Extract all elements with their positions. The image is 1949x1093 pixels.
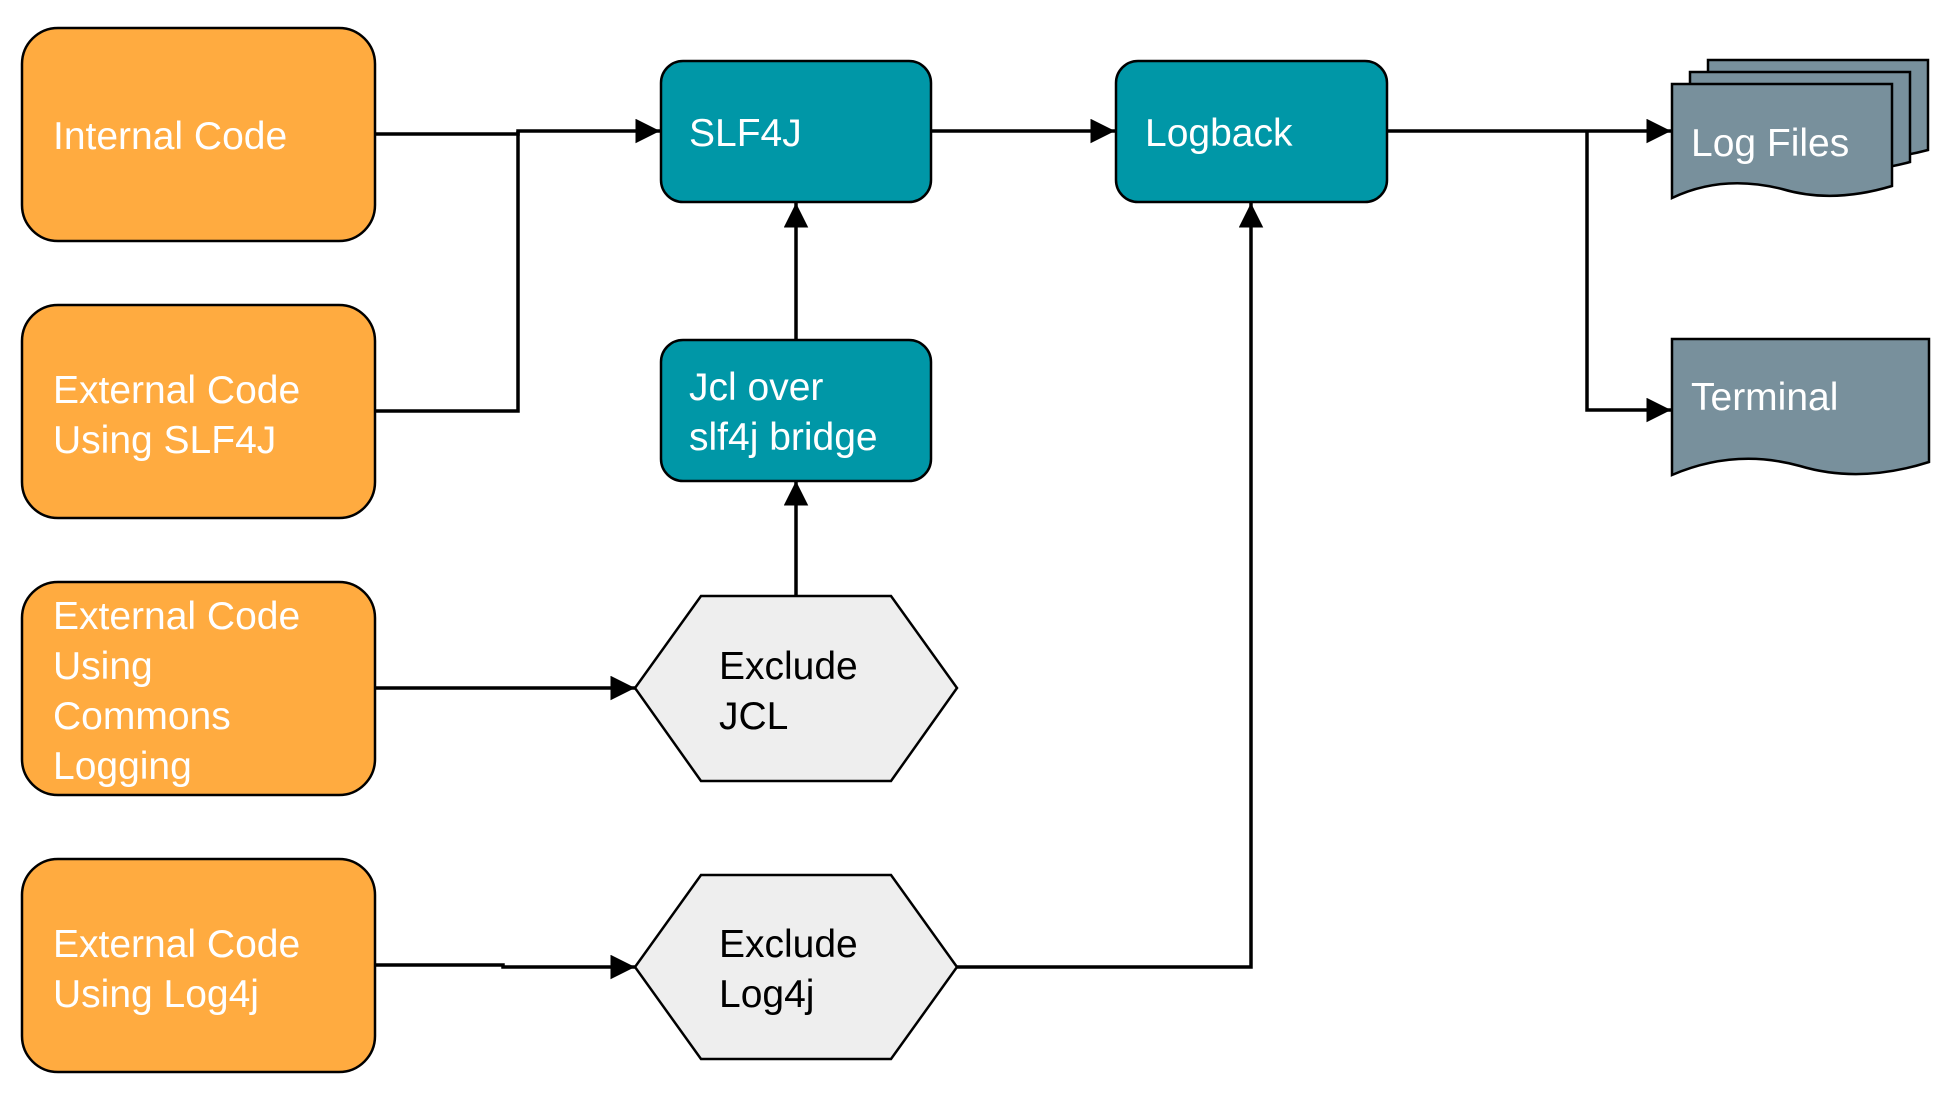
node-exclude-jcl: Exclude JCL [633, 594, 959, 783]
node-external-commons: External Code Using Commons Logging [20, 580, 377, 797]
log-files-front-page [1670, 82, 1894, 200]
node-log-files-label: Log Files [1691, 122, 1849, 165]
node-external-log4j-label: External Code Using Log4j [53, 923, 311, 1016]
node-jcl-bridge-label: Jcl over slf4j bridge [689, 366, 878, 459]
edge-logback-to-terminal [1585, 131, 1671, 423]
node-internal-code-label: Internal Code [53, 115, 287, 158]
node-external-slf4j-label: External Code Using SLF4J [53, 369, 311, 462]
node-external-commons-label: External Code Using Commons Logging [53, 595, 311, 788]
node-terminal-label: Terminal [1691, 376, 1838, 419]
node-terminal: Terminal [1670, 337, 1931, 477]
node-log-files: Log Files [1670, 58, 1930, 200]
node-exclude-jcl-label: Exclude JCL [719, 645, 869, 738]
node-external-log4j: External Code Using Log4j [20, 857, 377, 1074]
edge-external-slf4j-to-slf4j [375, 131, 520, 413]
node-logback: Logback [1114, 59, 1389, 204]
node-exclude-log4j: Exclude Log4j [633, 873, 959, 1061]
node-external-slf4j: External Code Using SLF4J [20, 303, 377, 520]
node-jcl-bridge: Jcl over slf4j bridge [659, 338, 933, 483]
node-logback-label: Logback [1145, 112, 1293, 155]
edges [375, 118, 1671, 980]
node-slf4j: SLF4J [659, 59, 933, 204]
node-exclude-log4j-label: Exclude Log4j [719, 923, 869, 1016]
edge-external-log4j-to-exclude-log4j [375, 954, 635, 980]
edge-exclude-log4j-to-logback [957, 203, 1264, 969]
node-slf4j-label: SLF4J [689, 112, 802, 155]
node-internal-code: Internal Code [20, 26, 377, 243]
